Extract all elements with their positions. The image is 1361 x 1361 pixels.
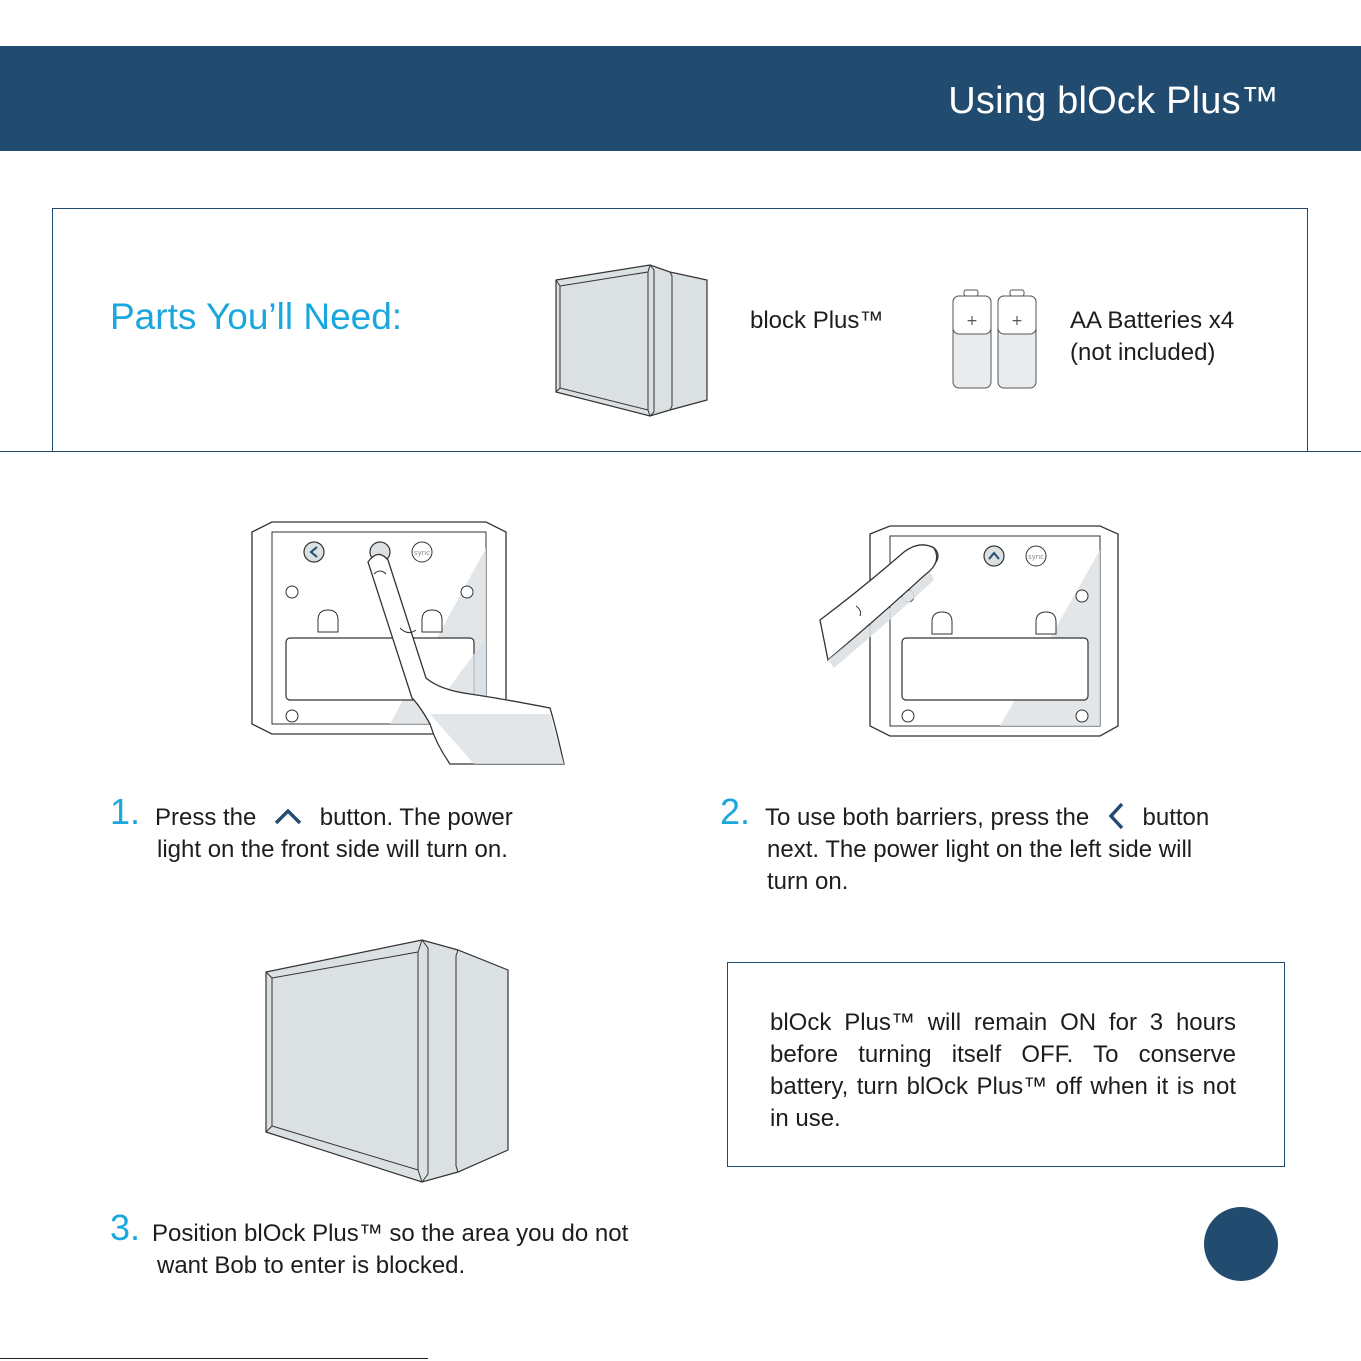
aa-batteries-illustration: + +	[952, 289, 1037, 389]
parts-divider	[0, 451, 1361, 452]
sync-button-label: sync	[414, 549, 430, 557]
block-plus-device-illustration	[555, 264, 708, 417]
info-note-text: blOck Plus™ will remain ON for 3 hours b…	[770, 1009, 1236, 1132]
parts-box	[52, 208, 1308, 452]
step-1-number: 1.	[110, 791, 141, 832]
battery-plus-sign: +	[966, 313, 978, 329]
step-3-illustration	[265, 939, 509, 1183]
step-2: 2. To use both barriers, press the butto…	[720, 791, 1210, 896]
step-3: 3. Position blOck Plus™ so the area you …	[110, 1207, 629, 1280]
svg-text:sync: sync	[1028, 553, 1044, 561]
step-1: 1. Press the button. The power light on …	[110, 791, 513, 864]
header-band: Using blOck Plus™	[0, 46, 1361, 151]
chevron-up-icon	[274, 808, 302, 824]
svg-text:+: +	[1011, 313, 1023, 329]
chevron-left-icon	[1108, 802, 1124, 829]
step-1-illustration: sync	[251, 521, 565, 765]
step-2-illustration: sync	[819, 525, 1119, 737]
info-note-box: blOck Plus™ will remain ON for 3 hours b…	[727, 962, 1285, 1167]
page-title: Using blOck Plus™	[948, 80, 1279, 122]
page-number-badge	[1204, 1207, 1278, 1281]
parts-item-block-label: block Plus™	[750, 307, 884, 334]
parts-item-batteries-label: AA Batteries x4 (not included)	[1070, 307, 1235, 366]
parts-title: Parts You’ll Need:	[110, 296, 403, 337]
step-3-number: 3.	[110, 1207, 141, 1248]
step-2-number: 2.	[720, 791, 751, 832]
footer-rule	[0, 1358, 428, 1359]
